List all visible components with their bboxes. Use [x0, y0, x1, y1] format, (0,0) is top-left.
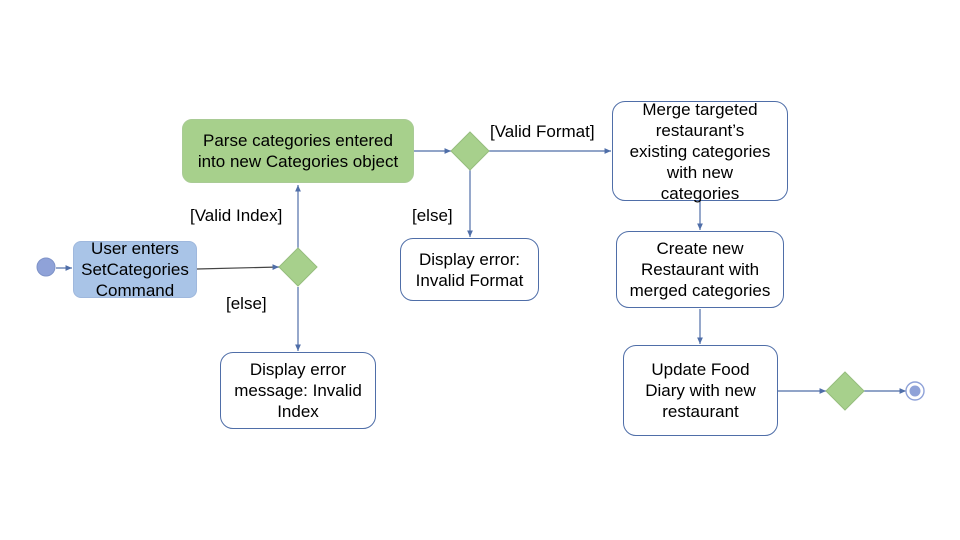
merge-node: [825, 371, 865, 411]
action-create-new-restaurant: Create new Restaurant with merged catego…: [616, 231, 784, 308]
guard-valid-format: [Valid Format]: [490, 122, 595, 141]
action-parse-categories: Parse categories entered into new Catego…: [182, 119, 414, 183]
edge-user-to-decision-index: [196, 264, 280, 271]
action-display-error-invalid-format: Display error: Invalid Format: [400, 238, 539, 301]
guard-valid-index: [Valid Index]: [190, 206, 283, 225]
guard-else-format: [else]: [412, 206, 453, 225]
decision-valid-index: [278, 247, 318, 287]
action-display-error-invalid-index: Display error message: Invalid Index: [220, 352, 376, 429]
guard-else-index: [else]: [226, 294, 267, 313]
action-user-enters-command: User enters SetCategories Command: [73, 239, 197, 300]
action-merge-categories: Merge targeted restaurant’s existing cat…: [612, 100, 788, 203]
final-node-inner: [909, 385, 921, 397]
decision-valid-format: [450, 131, 490, 171]
action-update-food-diary: Update Food Diary with new restaurant: [623, 345, 778, 436]
initial-node: [36, 257, 56, 277]
